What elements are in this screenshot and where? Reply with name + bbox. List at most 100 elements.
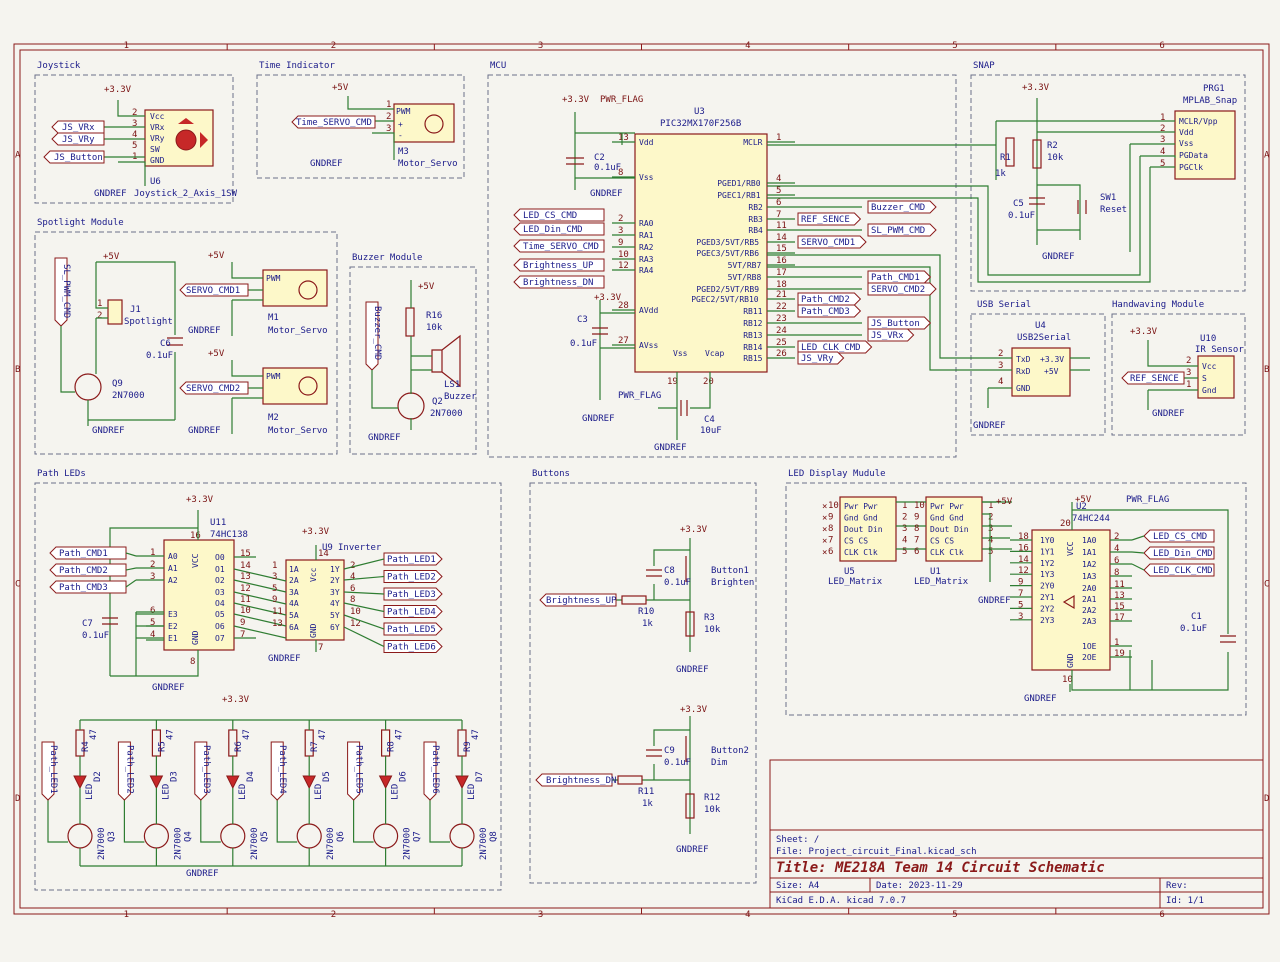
- net-mcu-path_cmd1: Path_CMD1: [871, 273, 920, 283]
- u1-matrix-row-4: CLK Clk: [930, 548, 964, 557]
- module-title-mcu: MCU: [490, 61, 506, 71]
- spotlight-gnd: GNDREF: [92, 426, 125, 436]
- joystick-pinnum-5: 5: [132, 141, 137, 151]
- path-led-word: LED: [85, 784, 95, 800]
- servo-m2-v5: +5V: [208, 349, 225, 359]
- u2-pinnum-5: 5: [1018, 600, 1023, 610]
- path-mosfet-q5-icon: [220, 823, 246, 849]
- frame-row-left-B: B: [15, 365, 20, 375]
- u5-pinnum-right: 5: [902, 547, 907, 557]
- net-path-out-1: Path_LED1: [387, 555, 436, 565]
- spotlight-j1-pin1: 1: [97, 299, 102, 309]
- servo-m3-pin1: 1: [386, 100, 391, 110]
- u11-pinnum-gnd: 8: [190, 657, 195, 667]
- mcu-pin-rb15: RB15: [743, 354, 762, 363]
- joystick-pin-gnd: GND: [150, 156, 165, 165]
- mcu-pinnum-12: 12: [618, 261, 629, 271]
- path-in-wire: [125, 567, 137, 571]
- mcu-pinnum-10: 10: [618, 250, 629, 260]
- snap-prg1-body: [1174, 110, 1236, 180]
- led-gnd-a: GNDREF: [978, 596, 1011, 606]
- u2-pin-2a1: 2A1: [1082, 595, 1097, 604]
- u5-matrix-row-4: CLK Clk: [844, 548, 878, 557]
- module-time-indicator: [256, 74, 465, 179]
- snap-prg-value: MPLAB_Snap: [1183, 96, 1237, 106]
- net-path-out-6-flag: [383, 640, 443, 653]
- path-resistor-r5-val: 47: [165, 729, 175, 740]
- snap-c5-sw1: [1029, 197, 1087, 214]
- mcu-pinnum-4: 4: [776, 174, 781, 184]
- title-date: Date: 2023-11-29: [876, 881, 963, 891]
- snap-pin-pgdata: PGData: [1179, 151, 1208, 160]
- button1-r10-ref: R10: [638, 607, 654, 617]
- path-mosfet-q5-ref: Q5: [260, 831, 270, 842]
- mcu-pin-pged1-rb0: PGED1/RB0: [717, 179, 761, 188]
- u11-pin-e1: E1: [168, 634, 178, 643]
- snap-pin-vdd: Vdd: [1179, 128, 1194, 137]
- button1-r10: [621, 595, 647, 605]
- mcu-net-labels: LED_CS_CMDLED_Din_CMDTime_SERVO_CMDBrigh…: [513, 200, 937, 365]
- buttons-group: +3.3V Brightness_UP C8 0.1uF Button1 Bri…: [535, 525, 754, 855]
- button2-gnd: GNDREF: [676, 845, 709, 855]
- module-joystick: [34, 74, 234, 204]
- servo-m2-gnd: GNDREF: [188, 426, 221, 436]
- path-in-wire: [125, 552, 137, 557]
- snap-pinnum-5: 5: [1160, 159, 1165, 169]
- module-buttons: [529, 482, 757, 884]
- buzzer-ls1-ref: LS1: [444, 380, 460, 390]
- u5-matrix-row-1: Gnd Gnd: [844, 514, 878, 523]
- u11-right-wire: [233, 591, 287, 605]
- mcu-pinnum-23: 23: [776, 314, 787, 324]
- net-mcu-servo_cmd1-flag: [797, 235, 867, 249]
- u2-pinnum-3: 3: [1018, 612, 1023, 622]
- servo-m2-pwm: PWM: [266, 372, 281, 381]
- net-mcu-sl_pwm_cmd-flag: [867, 223, 937, 237]
- path-gnd-b: GNDREF: [268, 654, 301, 664]
- u11-right-wire: [233, 602, 287, 616]
- handwave-wires: [1147, 340, 1198, 410]
- servo-m1-horn-icon: [298, 280, 318, 300]
- u11-pin-a0: A0: [168, 552, 178, 561]
- mcu-pin-vdd: Vdd: [639, 138, 654, 147]
- path-led-chain-wire: [353, 720, 387, 866]
- title-rev: Rev:: [1166, 881, 1188, 891]
- frame-col-top-1: 1: [124, 41, 129, 51]
- module-buzzer: [349, 266, 477, 455]
- u2-pinnum-2: 2: [1114, 532, 1119, 542]
- led-net-wire: [1131, 535, 1145, 541]
- u11-pin-o7: O7: [215, 634, 225, 643]
- net-servo-cmd1: SERVO_CMD1: [186, 286, 240, 296]
- time-indicator-vcc: +5V: [332, 83, 349, 93]
- u11-right-wire: [233, 625, 287, 639]
- net-mcu-led_din_cmd: LED_Din_CMD: [523, 225, 583, 235]
- mcu-c4-ref: C4: [704, 415, 715, 425]
- net-led-led_cs_cmd: LED_CS_CMD: [1153, 532, 1207, 542]
- led-u1-val: LED_Matrix: [914, 577, 969, 587]
- joystick-knob-icon: [175, 129, 197, 151]
- u11-pin-gnd: GND: [191, 630, 200, 645]
- button1-gnd: GNDREF: [676, 665, 709, 675]
- u9-pinnum-12: 12: [350, 619, 361, 629]
- led-net-wire: [1131, 563, 1145, 571]
- u11-pin-e3: E3: [168, 610, 178, 619]
- net-brightness-dn-label: [535, 773, 613, 787]
- net-path-out-2: Path_LED2: [387, 573, 436, 583]
- net-path-out-4-flag: [383, 605, 443, 618]
- module-title-usb-serial: USB Serial: [977, 300, 1031, 310]
- u11-pin-o4: O4: [215, 599, 225, 608]
- net-servo-cmd2: SERVO_CMD2: [186, 384, 240, 394]
- net-ref-sence-hw: REF_SENCE: [1130, 374, 1179, 384]
- mcu-pin-5vt-rb7: 5VT/RB7: [728, 261, 762, 270]
- u11-pinnum-10: 10: [240, 606, 251, 616]
- path-mosfet-q3-icon: [67, 823, 93, 849]
- u2-pin-1y0: 1Y0: [1040, 536, 1055, 545]
- u11-pin-o0: O0: [215, 553, 225, 562]
- net-js-button: JS_Button: [54, 153, 103, 163]
- servo-m2-ref: M2: [268, 413, 279, 423]
- handwave-u10-body: [1197, 355, 1235, 399]
- mcu-pinnum-19: 19: [667, 377, 678, 387]
- net-js-vry: JS_VRy: [62, 135, 95, 145]
- button2-r11-val: 1k: [642, 799, 653, 809]
